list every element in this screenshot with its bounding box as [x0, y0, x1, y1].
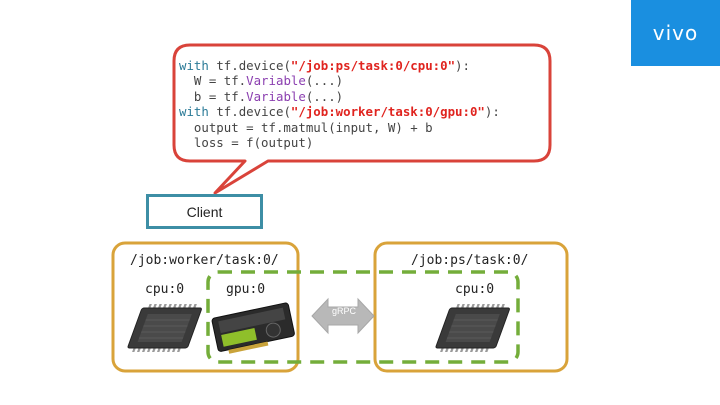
ps-job-box — [373, 241, 569, 373]
code-line: b = tf.Variable(...) — [179, 89, 343, 104]
ps-cpu-label: cpu:0 — [455, 282, 495, 297]
code-token: tf.device( — [216, 58, 291, 73]
code-speech-bubble — [172, 43, 552, 195]
code-line: with tf.device("/job:ps/task:0/cpu:0"): — [179, 58, 470, 73]
grpc-double-arrow — [311, 297, 375, 335]
code-token: ): — [455, 58, 470, 73]
code-token: Variable — [246, 88, 306, 104]
worker-cpu-chip-icon — [127, 304, 202, 352]
ps-job-label: /job:ps/task:0/ — [411, 253, 529, 268]
code-token: loss = f(output) — [179, 135, 314, 151]
code-token: "/job:worker/task:0/gpu:0" — [290, 104, 485, 120]
dashed-device-group — [206, 270, 520, 364]
worker-job-box — [111, 241, 300, 373]
code-token: W = tf. — [179, 73, 247, 89]
worker-cpu-label: cpu:0 — [145, 282, 185, 297]
code-token: Variable — [246, 73, 306, 89]
code-token: (...) — [305, 88, 344, 104]
code-line: with tf.device("/job:worker/task:0/gpu:0… — [179, 104, 500, 119]
worker-gpu-card-icon — [211, 302, 295, 354]
code-token: with — [179, 104, 217, 120]
code-line: output = tf.matmul(input, W) + b — [179, 120, 433, 135]
grpc-label: gRPC — [331, 306, 356, 316]
ps-cpu-chip-icon — [435, 304, 510, 352]
worker-gpu-label: gpu:0 — [226, 282, 266, 297]
code-token: with — [179, 58, 217, 73]
code-token: (...) — [305, 73, 344, 89]
vivo-logo: vivo — [631, 0, 720, 66]
code-line: W = tf.Variable(...) — [179, 73, 343, 88]
code-token: b = tf. — [179, 88, 247, 104]
code-block: with tf.device("/job:ps/task:0/cpu:0"): … — [179, 58, 500, 150]
code-line: loss = f(output) — [179, 135, 313, 150]
code-token: "/job:ps/task:0/cpu:0" — [290, 58, 456, 73]
client-box: Client — [146, 194, 263, 229]
code-token: tf.device( — [216, 104, 291, 120]
code-token: output = tf.matmul(input, W) + b — [179, 119, 433, 135]
worker-job-label: /job:worker/task:0/ — [130, 253, 279, 268]
code-token: ): — [484, 104, 500, 120]
